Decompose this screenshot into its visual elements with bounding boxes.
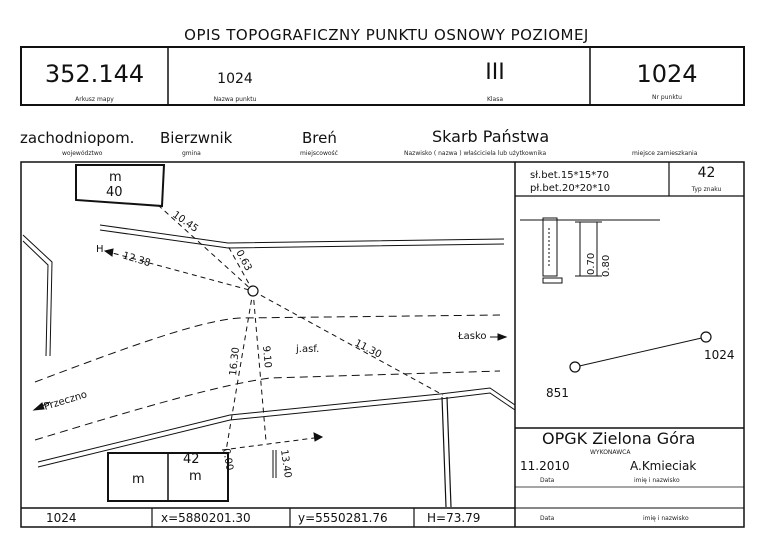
direction-lasko: Łasko — [458, 331, 487, 342]
building-top-number: 40 — [106, 185, 123, 200]
dist-9-10: 9.10 — [260, 345, 273, 368]
dim-0-80: 0.80 — [601, 255, 612, 277]
map-sheet-value: 352.144 — [44, 60, 145, 88]
road-surface-label: j.asf. — [296, 344, 320, 355]
contractor-person-label: imię i nazwisko — [634, 477, 680, 484]
contractor-date-label: Data — [540, 477, 555, 484]
building-top — [75, 164, 166, 208]
point-name-label: Nazwa punktu — [213, 96, 257, 103]
sketch-linework — [22, 164, 516, 508]
commune-label: gmina — [182, 150, 201, 157]
town-value: Breń — [302, 129, 337, 147]
marker-diagram — [520, 217, 660, 284]
class-value: III — [485, 60, 505, 85]
dim-0-70: 0.70 — [586, 253, 597, 275]
building-top-m: m — [109, 170, 122, 185]
town-label: miejscowość — [300, 150, 338, 157]
building-bottom-m-left: m — [132, 472, 145, 487]
dist-0-00: 0.00 — [220, 448, 235, 472]
map-sheet-label: Arkusz mapy — [75, 96, 114, 103]
direction-przeczno: Przeczno — [43, 389, 89, 413]
coords-h: H=73.79 — [427, 511, 481, 525]
second-date-label: Data — [540, 515, 555, 522]
coords-x: x=5880201.30 — [161, 511, 251, 525]
dist-10-45: 10.45 — [170, 209, 200, 234]
dist-0-63: 0.63 — [233, 248, 253, 273]
h-label: H — [96, 244, 104, 255]
dist-12-38: 12.38 — [121, 250, 152, 269]
contractor-date: 11.2010 — [520, 459, 570, 473]
orientation-diagram — [569, 331, 712, 373]
point-name-value: 1024 — [217, 71, 253, 87]
commune-value: Bierzwnik — [160, 129, 233, 147]
dist-11-30: 11.30 — [353, 338, 384, 361]
marker-type-value: 42 — [697, 165, 716, 181]
contractor-label: WYKONAWCA — [590, 449, 631, 456]
building-bottom-number: 42 — [183, 452, 200, 467]
owner-value: Skarb Państwa — [432, 127, 550, 146]
contractor-name: OPGK Zielona Góra — [542, 429, 696, 448]
voivodeship-label: województwo — [62, 150, 103, 157]
building-bottom-m-right: m — [189, 469, 202, 484]
contractor-person: A.Kmieciak — [630, 459, 697, 473]
residence-label: miejsce zamieszkania — [632, 150, 698, 157]
dist-13-40: 13.40 — [278, 449, 293, 479]
marker-type-label: Typ znaku — [691, 186, 722, 193]
header-frame — [20, 46, 745, 106]
dist-16-30: 16.30 — [228, 347, 242, 377]
point-number-label: Nr punktu — [652, 94, 682, 101]
owner-label: Nazwisko ( nazwa ) właściciela lub użytk… — [404, 150, 547, 157]
stone-spec-1: sł.bet.15*15*70 — [530, 170, 610, 181]
body-frame — [20, 161, 745, 528]
orientation-point-1024: 1024 — [704, 348, 735, 362]
point-number-value: 1024 — [636, 60, 698, 88]
voivodeship-value: zachodniopom. — [20, 129, 135, 147]
class-label: Klasa — [486, 96, 504, 103]
coords-y: y=5550281.76 — [298, 511, 388, 525]
measurement-lines — [104, 204, 444, 452]
survey-point-symbol — [247, 285, 259, 297]
coords-point: 1024 — [46, 511, 77, 525]
stone-spec-2: pł.bet.20*20*10 — [530, 183, 611, 194]
second-person-label: imię i nazwisko — [643, 515, 689, 522]
page-title: OPIS TOPOGRAFICZNY PUNKTU OSNOWY POZIOME… — [184, 26, 589, 44]
orientation-point-851: 851 — [546, 386, 569, 400]
